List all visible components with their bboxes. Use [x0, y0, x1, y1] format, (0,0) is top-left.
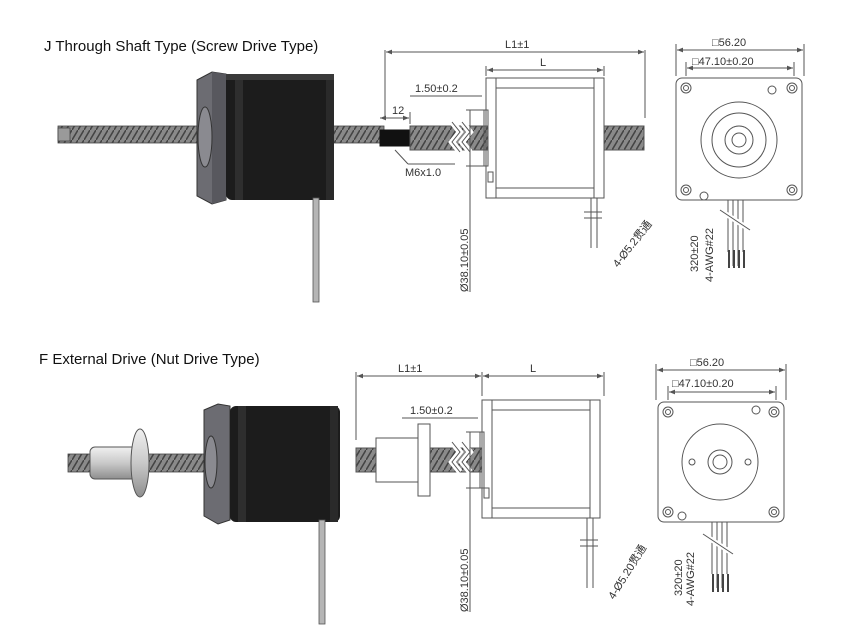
dim-mounting-holes: 4-Ø5.2贯通: [610, 218, 654, 270]
nut-flange: [130, 428, 150, 498]
dim-flange-square: □56.20: [712, 37, 746, 49]
dim-hole-pitch: □47.10±0.20: [692, 56, 754, 68]
dim-overall-length: L1±1: [505, 39, 529, 51]
dim-body-length: L: [540, 57, 546, 69]
motor-body: [226, 74, 334, 200]
lead-wire: [312, 197, 320, 303]
dim-lead-length-f: 320±20: [673, 559, 685, 596]
section-title-external-drive: F External Drive (Nut Drive Type): [39, 351, 260, 368]
section-title-through-shaft: J Through Shaft Type (Screw Drive Type): [44, 38, 319, 55]
motor-3d-external-drive: [67, 403, 340, 625]
dim-body-length-f: L: [530, 363, 536, 375]
dim-overall-length-f: L1±1: [398, 363, 422, 375]
dim-thread-length: 12: [392, 105, 404, 117]
dim-boss-diameter: Ø38.10±0.05: [459, 228, 471, 292]
side-view-through-shaft: [379, 49, 646, 292]
dim-lead-length: 320±20: [689, 235, 701, 272]
dim-boss-diameter-f: Ø38.10±0.05: [459, 548, 471, 612]
front-view-through-shaft: [675, 44, 805, 268]
dim-wire-gauge-f: 4-AWG#22: [685, 552, 697, 606]
dim-thread-spec: M6x1.0: [405, 167, 441, 179]
motor-3d-through-shaft: [57, 71, 385, 303]
dim-boss-height-f: 1.50±0.2: [410, 405, 453, 417]
dim-hole-pitch-f: □47.10±0.20: [672, 378, 734, 390]
front-view-external-drive: [655, 364, 787, 592]
dim-flange-square-f: □56.20: [690, 357, 724, 369]
dim-mounting-holes-f: 4-Ø5.20贯通: [606, 542, 650, 601]
dim-boss-height: 1.50±0.2: [415, 83, 458, 95]
side-view-external-drive: [355, 372, 605, 612]
dim-wire-gauge: 4-AWG#22: [704, 228, 716, 282]
lead-wire-f: [318, 519, 326, 625]
motor-body-f: [230, 406, 340, 522]
